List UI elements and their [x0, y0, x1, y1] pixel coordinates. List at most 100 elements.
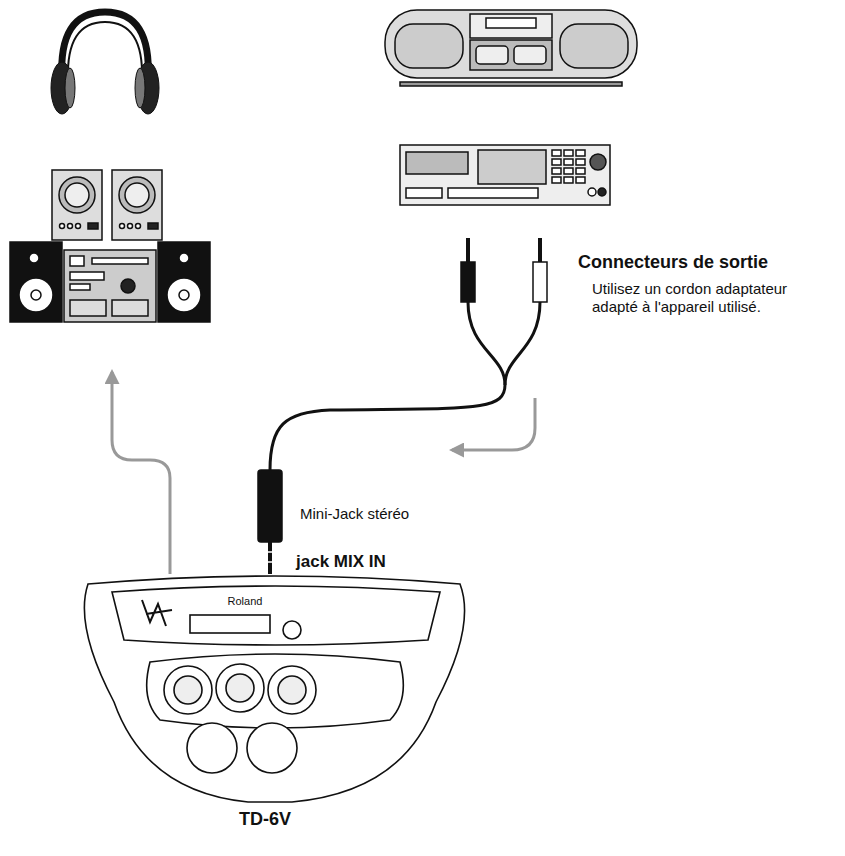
module-part: [247, 723, 297, 773]
headphones: [65, 68, 75, 108]
monitor-speakers: [68, 224, 73, 229]
stereo-system: [92, 258, 148, 264]
monitor-speakers: [52, 170, 162, 240]
cd-tape-deck: [576, 150, 585, 156]
monitor-speakers: [52, 170, 102, 240]
boombox: [385, 10, 637, 86]
stereo-system: [158, 242, 210, 322]
plug-label: Mini-Jack stéréo: [300, 505, 480, 523]
stereo-system: [29, 253, 39, 263]
mini-jack-plug: [266, 551, 274, 553]
module-part: [84, 576, 464, 802]
stereo-system: [64, 250, 156, 322]
module-part: [190, 615, 270, 633]
cable: [270, 385, 505, 470]
cd-tape-deck: [552, 168, 561, 174]
boombox: [560, 24, 628, 68]
cd-tape-deck: [552, 177, 561, 183]
stereo-system: [179, 253, 189, 263]
cd-tape-deck: [588, 188, 596, 196]
cd-tape-deck: [406, 188, 442, 198]
cable: [270, 302, 540, 470]
monitor-speakers: [128, 224, 133, 229]
module-part: [147, 654, 404, 728]
cd-tape-deck: [400, 145, 610, 205]
cd-tape-deck: [564, 168, 573, 174]
cd-tape-deck: [576, 168, 585, 174]
boombox: [470, 40, 552, 70]
stereo-system: [31, 290, 41, 300]
cd-tape-deck: [564, 159, 573, 165]
signal-arrows: [112, 372, 170, 574]
module-part: [283, 621, 301, 639]
cd-tape-deck: [576, 177, 585, 183]
boombox: [486, 18, 536, 28]
mini-jack-plug: [268, 542, 272, 574]
stereo-system: [19, 278, 53, 312]
stereo-system: [112, 300, 148, 316]
module-outline: [80, 572, 470, 840]
boombox: [470, 14, 552, 38]
rca-plugs: [538, 238, 542, 262]
signal-arrows: [112, 372, 535, 574]
monitor-speakers: [76, 224, 81, 229]
monitor-speakers: [119, 177, 155, 213]
output-heading: Connecteurs de sortie: [578, 252, 838, 274]
stereo-system: [167, 278, 201, 312]
stereo-system: [121, 279, 135, 293]
model-name: TD-6V: [239, 809, 291, 831]
signal-arrows: [452, 398, 535, 450]
monitor-speakers: [60, 224, 65, 229]
cd-tape-deck: [598, 188, 606, 196]
rca-plugs: [461, 238, 547, 302]
monitor-speakers: [136, 224, 141, 229]
cd-tape-deck: [552, 150, 585, 183]
module-part: [278, 676, 306, 704]
boombox: [400, 82, 622, 86]
mini-jack-plug: [266, 561, 274, 563]
monitor-speakers: [125, 183, 149, 207]
headphones: [68, 22, 142, 80]
mini-jack-plug: [258, 470, 282, 574]
stereo-system: [70, 272, 104, 280]
stereo-system: [10, 242, 210, 322]
stereo-system: [179, 290, 189, 300]
rca-plugs: [533, 262, 547, 302]
stereo-system: [70, 284, 90, 290]
module-part: [187, 723, 237, 773]
monitor-speakers: [148, 223, 158, 229]
stereo-system: [70, 256, 84, 266]
cd-tape-deck: [478, 150, 546, 184]
rca-plugs: [466, 238, 470, 262]
module-part: [174, 676, 202, 704]
module-part: [216, 664, 264, 712]
cd-tape-deck: [448, 188, 538, 198]
stereo-system: [10, 242, 62, 322]
drum-module: RolandTD-6V: [80, 572, 470, 840]
mini-jack-plug: [258, 470, 282, 542]
module-part: [268, 666, 316, 714]
brand-name: Roland: [228, 595, 263, 608]
boombox: [476, 46, 508, 64]
headphones: [62, 12, 149, 80]
monitor-speakers: [59, 177, 95, 213]
jack-label: jack MIX IN: [296, 552, 456, 572]
monitor-speakers: [112, 170, 162, 240]
cd-tape-deck: [564, 177, 573, 183]
cd-tape-deck: [406, 152, 468, 174]
monitor-speakers: [65, 183, 89, 207]
output-note: Utilisez un cordon adaptateur adapté à l…: [592, 280, 832, 316]
boombox: [514, 46, 546, 64]
cd-tape-deck: [552, 150, 561, 156]
module-part: [142, 600, 172, 626]
headphones: [51, 12, 159, 114]
boombox: [385, 10, 637, 78]
cd-tape-deck: [576, 159, 585, 165]
stereo-system: [70, 300, 106, 316]
rca-plugs: [461, 262, 475, 302]
headphones: [135, 68, 145, 108]
module-part: [164, 666, 212, 714]
module-part: [112, 586, 440, 645]
cable: [468, 302, 505, 385]
cd-tape-deck: [400, 145, 610, 205]
